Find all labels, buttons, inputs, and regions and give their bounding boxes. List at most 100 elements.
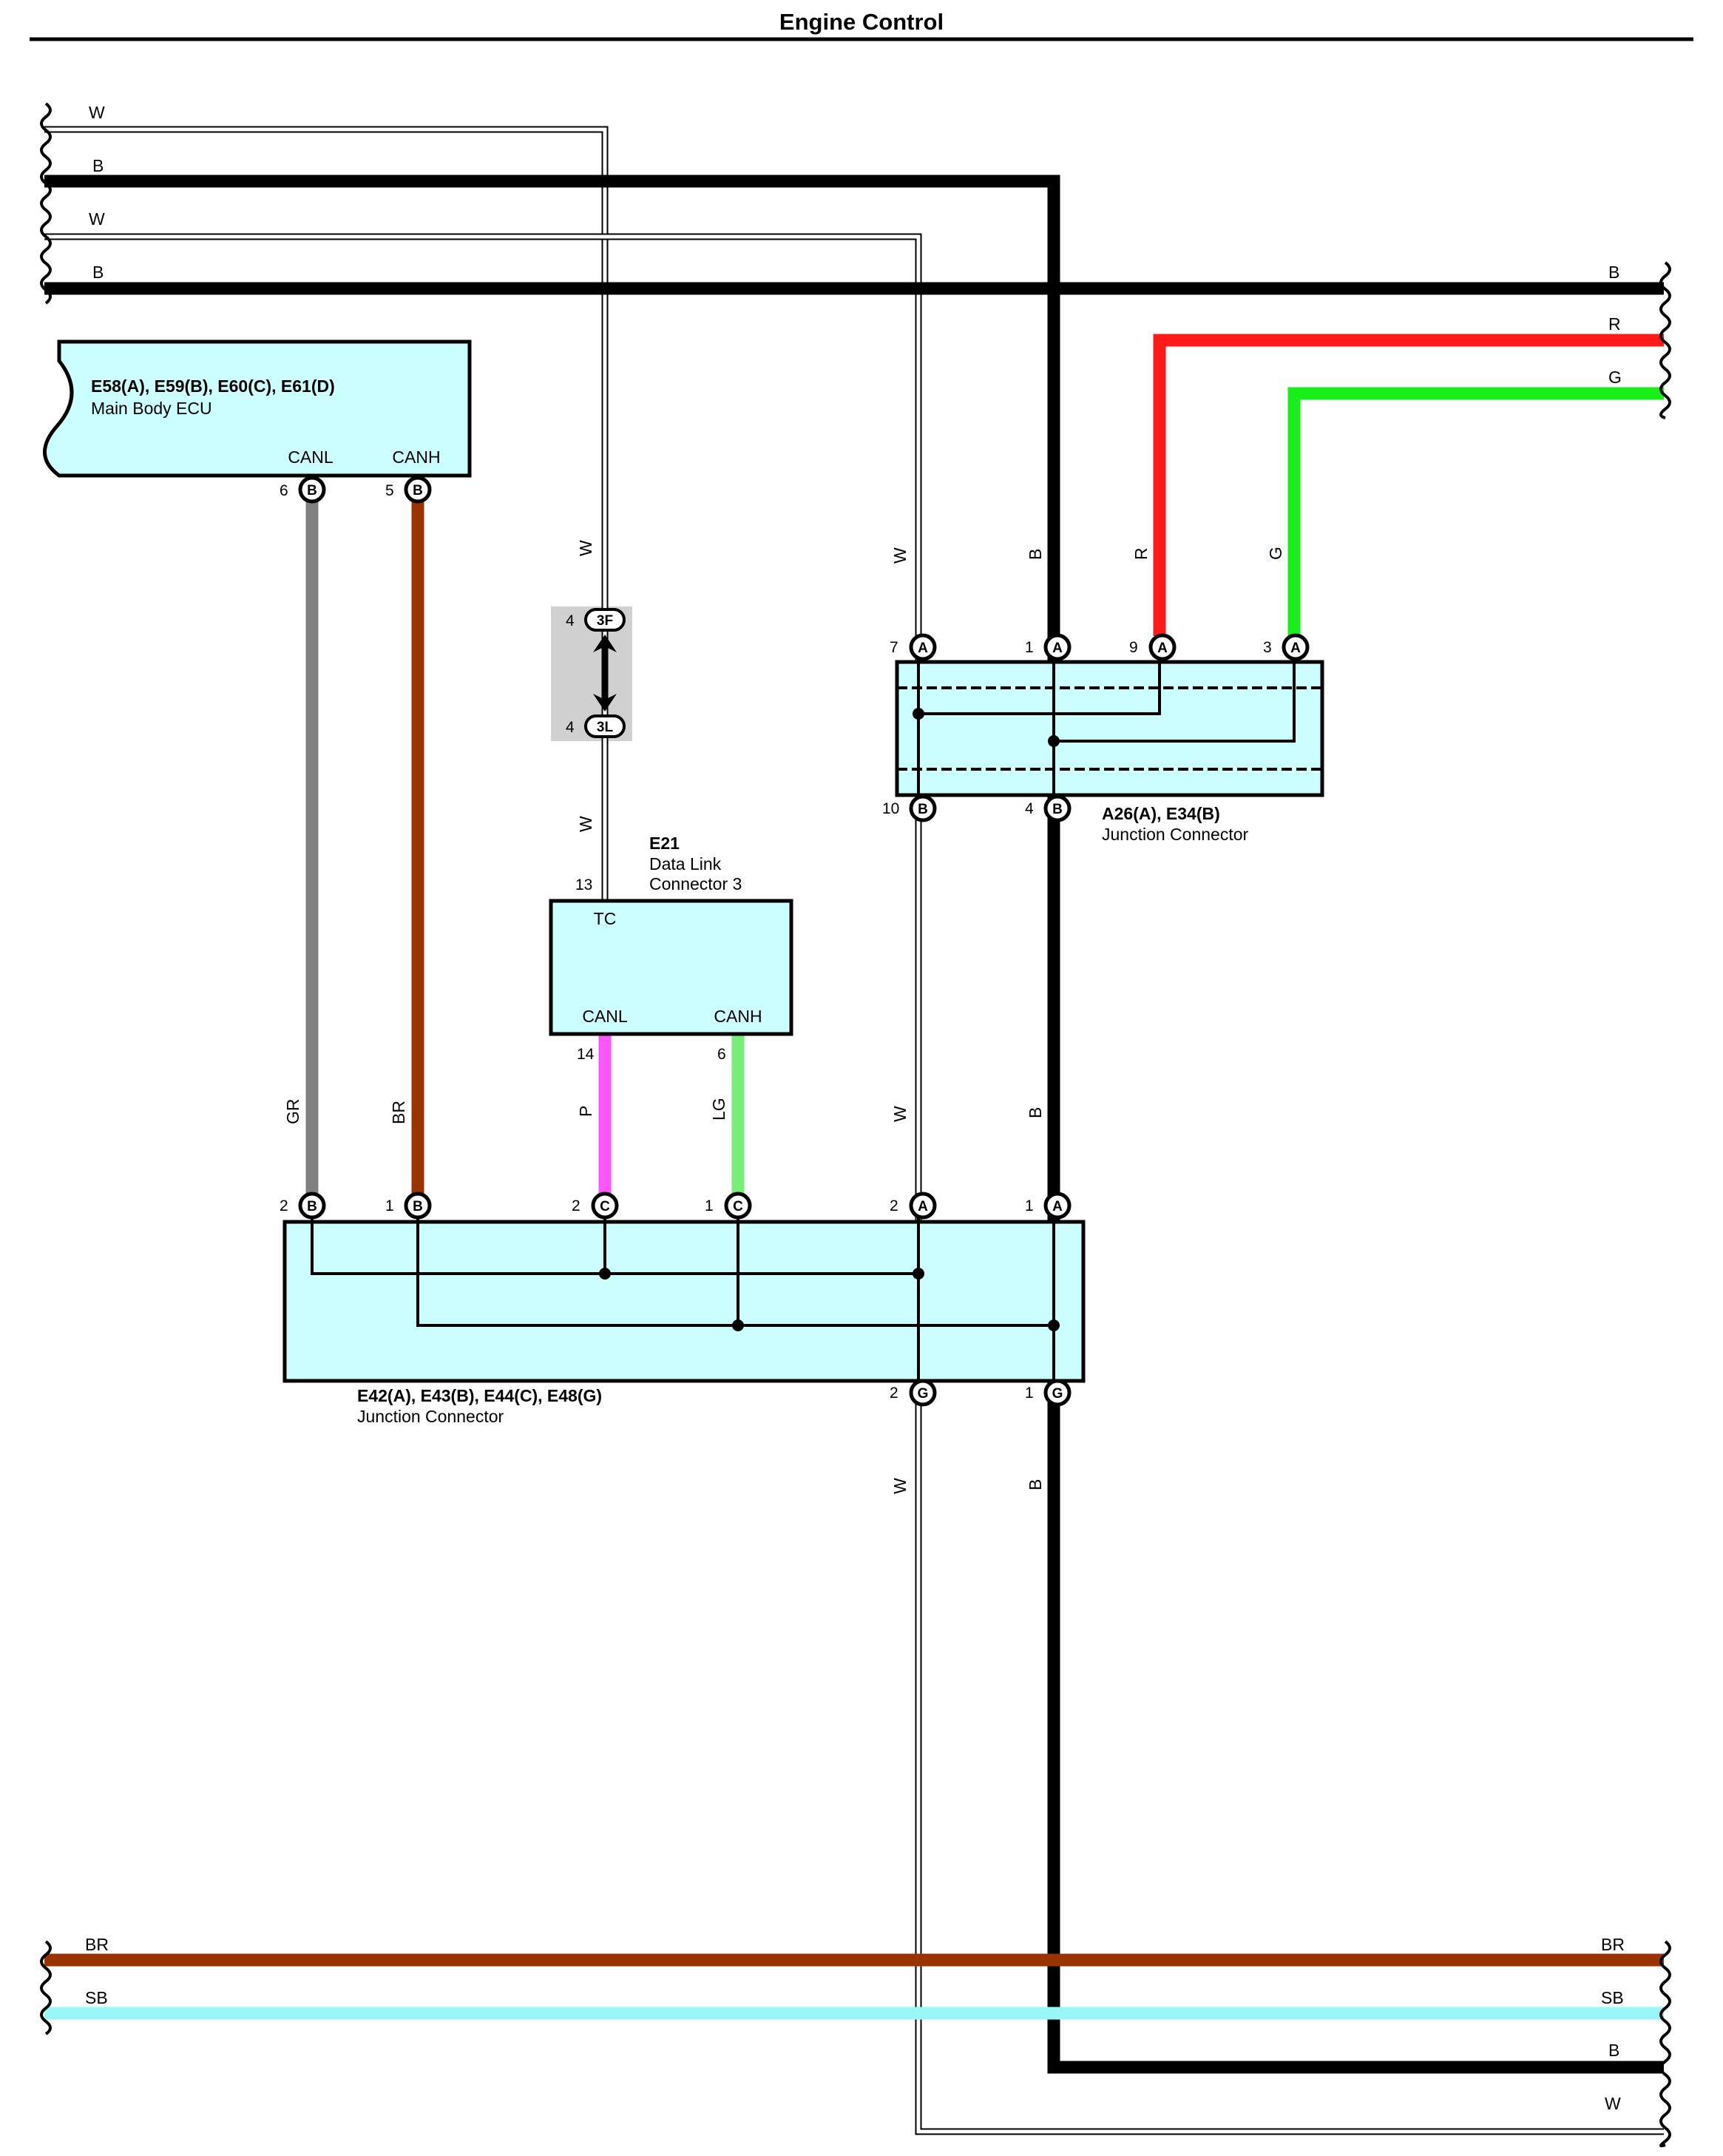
mating-arrow-icon [593, 635, 617, 712]
a26-pin-1: 1 A [1025, 633, 1072, 661]
svg-text:B: B [1608, 2041, 1619, 2060]
svg-text:C: C [733, 1199, 743, 1214]
main-body-ecu: E58(A), E59(B), E60(C), E61(D) Main Body… [43, 339, 472, 478]
page-title: Engine Control [779, 9, 944, 35]
svg-text:B: B [413, 1199, 423, 1214]
svg-text:W: W [89, 209, 105, 229]
svg-text:B: B [1026, 1479, 1045, 1490]
svg-text:B: B [1052, 802, 1063, 817]
ecu-term-canl: CANL [288, 447, 334, 467]
svg-text:B: B [92, 156, 104, 175]
right-wire-labels: B R G BR SB B W [1601, 263, 1625, 2113]
e42-pin-2b: 2 B [280, 1192, 326, 1220]
svg-text:1: 1 [1025, 1197, 1034, 1214]
e42-pin-1a: 1 A [1025, 1192, 1072, 1220]
e42-pin-1c: 1 C [705, 1192, 752, 1220]
svg-text:G: G [1266, 547, 1285, 560]
dlc-pin-canl: 14 [577, 1046, 595, 1063]
svg-text:SB: SB [1601, 1988, 1624, 2007]
dlc-name-1: Data Link [649, 854, 722, 873]
svg-text:G: G [1608, 368, 1622, 387]
a26-name: Junction Connector [1102, 825, 1249, 844]
svg-text:9: 9 [1129, 639, 1138, 656]
svg-text:B: B [1026, 549, 1045, 560]
right-break-lower [1659, 1940, 1671, 2148]
svg-text:A: A [1052, 641, 1063, 656]
svg-text:4: 4 [566, 719, 575, 736]
a26-pin-3: 3 A [1263, 633, 1310, 661]
svg-text:P: P [576, 1106, 595, 1117]
svg-text:A: A [1157, 641, 1168, 656]
left-wire-labels: W B W B BR SB [85, 103, 109, 2007]
svg-text:A: A [918, 1199, 928, 1214]
svg-text:W: W [890, 547, 910, 564]
a26-pin-10: 10 B [882, 794, 937, 822]
svg-text:W: W [1605, 2094, 1621, 2113]
svg-text:6: 6 [280, 482, 288, 499]
svg-text:1: 1 [1025, 639, 1034, 656]
svg-text:W: W [89, 103, 105, 122]
svg-text:2: 2 [890, 1385, 898, 1402]
svg-text:1: 1 [705, 1197, 714, 1214]
inline-pin-3f: 4 3F [566, 608, 626, 632]
right-break-upper [1659, 261, 1671, 419]
dlc-pin-canh: 6 [717, 1046, 726, 1063]
wire-b-junction [44, 175, 1664, 2074]
svg-text:B: B [307, 483, 317, 499]
svg-text:BR: BR [389, 1101, 408, 1124]
svg-text:3F: 3F [597, 613, 613, 629]
svg-text:G: G [918, 1386, 929, 1402]
svg-text:SB: SB [85, 1988, 108, 2007]
ecu-pin-canl: 6 B [280, 476, 326, 504]
svg-text:W: W [890, 1478, 910, 1494]
e42-name: Junction Connector [357, 1407, 504, 1426]
ecu-pin-canh: 5 B [385, 476, 432, 504]
junction-connector-e42: E42(A), E43(B), E44(C), E48(G) Junction … [282, 1209, 1086, 1426]
ecu-term-canh: CANH [392, 447, 440, 467]
svg-text:B: B [307, 1199, 317, 1214]
svg-text:B: B [1026, 1107, 1045, 1118]
dlc-name-2: Connector 3 [649, 874, 742, 893]
data-link-connector: E21 Data Link Connector 3 13 TC CANL CAN… [549, 834, 793, 1063]
a26-id: A26(A), E34(B) [1102, 804, 1220, 823]
inline-connector-3f-3l: 4 3F 4 3L [551, 606, 632, 741]
svg-text:B: B [1608, 263, 1619, 282]
junction-connector-a26: A26(A), E34(B) Junction Connector [895, 649, 1324, 844]
svg-text:BR: BR [85, 1935, 109, 1954]
svg-text:LG: LG [709, 1098, 728, 1121]
svg-text:R: R [1608, 314, 1621, 334]
wire-w-junction [44, 233, 1664, 2135]
e42-pin-1g: 1 G [1025, 1379, 1072, 1407]
e42-pin-1b: 1 B [385, 1192, 432, 1220]
wire-r [1153, 334, 1664, 636]
wire-g [1287, 387, 1664, 636]
left-break-marks [40, 102, 52, 2035]
svg-text:3: 3 [1263, 639, 1272, 656]
ecu-id: E58(A), E59(B), E60(C), E61(D) [91, 376, 335, 396]
svg-text:1: 1 [1025, 1385, 1034, 1402]
svg-text:R: R [1131, 547, 1151, 560]
svg-text:3L: 3L [597, 720, 614, 735]
left-break-lower [40, 1940, 52, 2035]
svg-text:2: 2 [572, 1197, 580, 1214]
ecu-name: Main Body ECU [91, 399, 212, 418]
e42-pin-2g: 2 G [890, 1379, 937, 1407]
e42-id: E42(A), E43(B), E44(C), E48(G) [357, 1386, 602, 1405]
svg-text:B: B [92, 263, 104, 282]
svg-text:2: 2 [280, 1197, 288, 1214]
svg-text:GR: GR [283, 1099, 302, 1125]
inline-pin-3l: 4 3L [566, 714, 626, 738]
svg-text:2: 2 [890, 1197, 898, 1214]
svg-text:10: 10 [882, 800, 899, 817]
e42-pin-2c: 2 C [572, 1192, 619, 1220]
a26-pin-7: 7 A [890, 633, 937, 661]
svg-text:W: W [890, 1106, 910, 1122]
wire-w-tc [44, 126, 609, 906]
dlc-pin-tc: 13 [575, 876, 592, 893]
svg-text:5: 5 [385, 482, 394, 499]
svg-text:W: W [576, 816, 595, 832]
svg-text:B: B [413, 483, 423, 499]
e42-pin-2a: 2 A [890, 1192, 937, 1220]
left-break-upper [40, 102, 52, 305]
